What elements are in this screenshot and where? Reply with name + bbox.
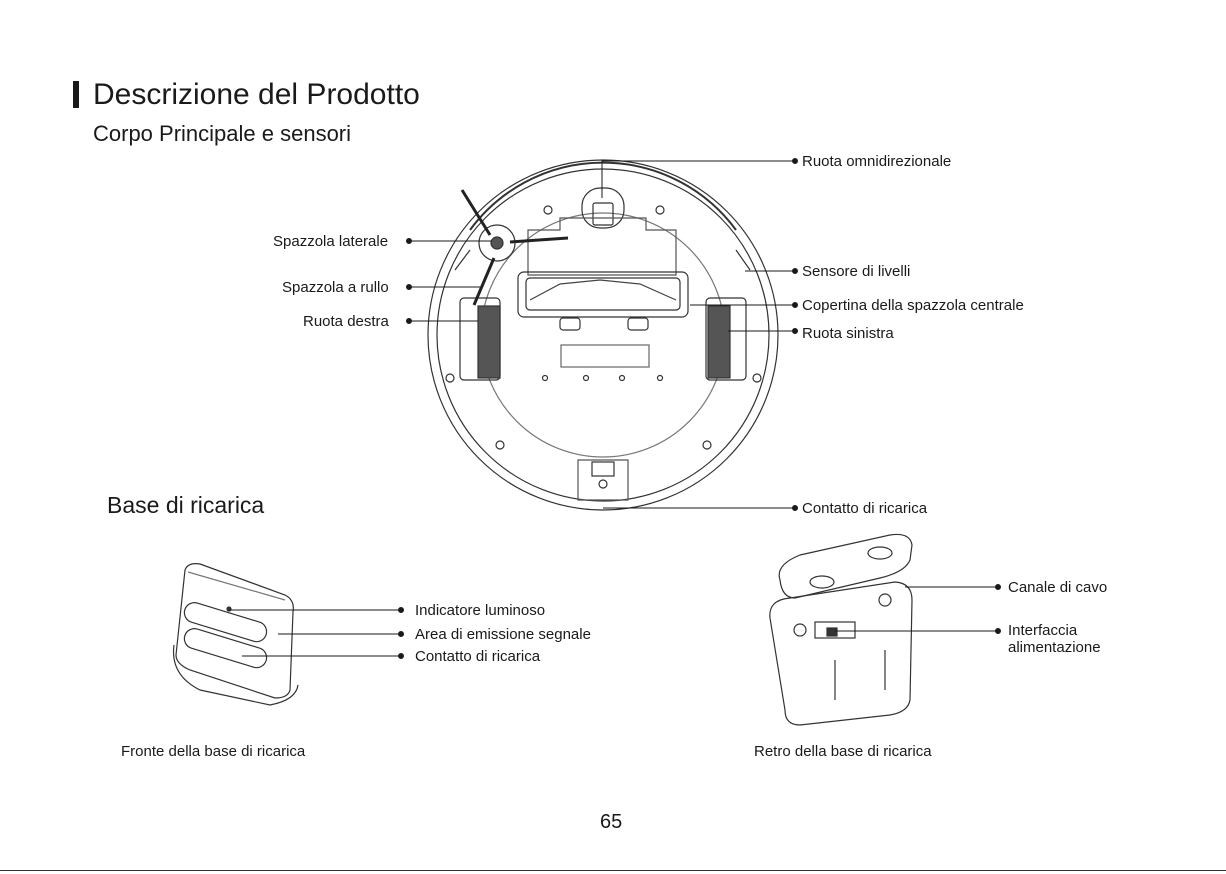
label-omni-wheel: Ruota omnidirezionale [802,153,952,170]
page-number: 65 [600,811,623,833]
section-subtitle: Corpo Principale e sensori [93,121,352,146]
label-charging-contact: Contatto di ricarica [802,500,928,517]
title-accent-bar [73,81,79,108]
front-leader-lines [229,607,404,659]
label-roller-brush: Spazzola a rullo [282,279,389,296]
robot-leader-lines [406,158,798,511]
label-signal-area: Area di emissione segnale [415,626,591,643]
label-brush-cover: Copertina della spazzola centrale [802,297,1024,314]
caption-back: Retro della base di ricarica [754,743,932,760]
label-power-interface-1: Interfaccia [1008,622,1078,639]
label-side-brush: Spazzola laterale [273,233,389,250]
base-section-title: Base di ricarica [107,492,265,518]
footer-rule [0,870,1226,871]
label-cable-channel: Canale di cavo [1008,579,1108,596]
back-leader-lines [835,584,1001,634]
label-level-sensor: Sensore di livelli [802,263,911,280]
label-left-wheel: Ruota sinistra [802,325,894,342]
label-right-wheel: Ruota destra [303,313,389,330]
robot-underside-drawing [427,159,779,511]
label-base-contact: Contatto di ricarica [415,648,541,665]
caption-front: Fronte della base di ricarica [121,743,306,760]
label-power-interface-2: alimentazione [1008,639,1101,656]
base-front-drawing [172,563,299,706]
page-title: Descrizione del Prodotto [93,78,420,111]
label-light-indicator: Indicatore luminoso [415,602,546,619]
base-back-drawing [769,533,913,726]
